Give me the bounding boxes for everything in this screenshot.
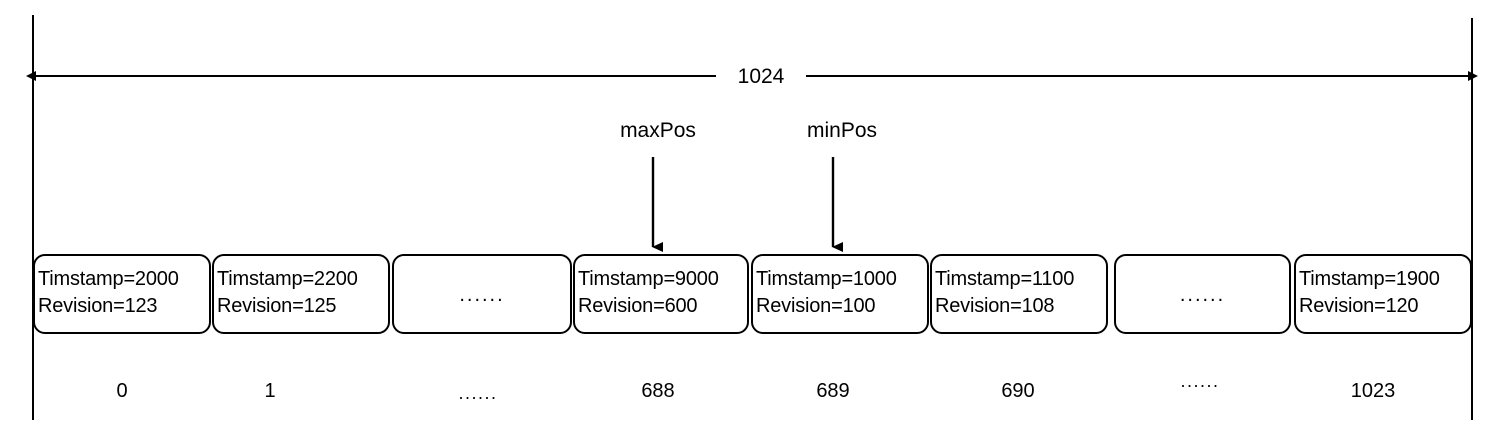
ellipsis-text: ...... [1179, 284, 1226, 306]
left-boundary-rule [32, 15, 34, 420]
index-label: 690 [1001, 380, 1035, 402]
timestamp-line: Timstamp=1100 [935, 268, 1075, 290]
slot-ellipsis: ...... [392, 254, 572, 334]
revision-line: Revision=123 [38, 295, 158, 317]
index-ellipsis: ...... [1180, 371, 1220, 391]
index-ellipsis: ...... [458, 383, 498, 403]
index-label: 1 [264, 380, 276, 402]
revision-line: Revision=100 [756, 295, 876, 317]
revision-line: Revision=125 [217, 295, 337, 317]
minpos-label: minPos [806, 119, 878, 142]
timestamp-line: Timstamp=1000 [756, 268, 897, 290]
timestamp-line: Timstamp=1900 [1299, 268, 1440, 290]
timestamp-line: Timstamp=2200 [217, 268, 358, 290]
timestamp-line: Timstamp=2000 [38, 268, 179, 290]
right-boundary-rule [1471, 18, 1473, 420]
revision-line: Revision=108 [935, 295, 1055, 317]
revision-line: Revision=120 [1299, 295, 1419, 317]
maxpos-label: maxPos [620, 119, 696, 142]
index-label: 689 [816, 380, 850, 402]
index-label: 1023 [1350, 380, 1396, 402]
timestamp-line: Timstamp=9000 [578, 268, 719, 290]
index-label: 688 [641, 380, 675, 402]
revision-line: Revision=600 [578, 295, 698, 317]
buffer-size-label: 1024 [716, 66, 806, 87]
ellipsis-text: ...... [459, 284, 505, 306]
slot-ellipsis: ...... [1114, 254, 1291, 334]
index-label: 0 [116, 380, 128, 402]
